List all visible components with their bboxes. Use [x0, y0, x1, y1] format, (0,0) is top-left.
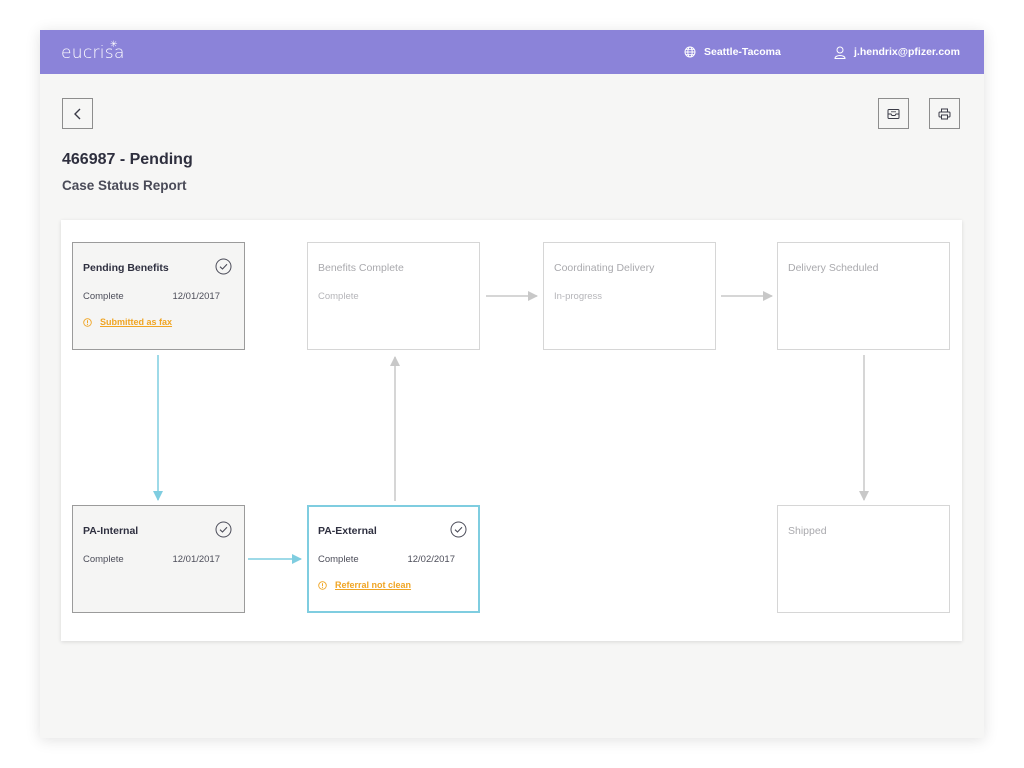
back-button[interactable]: [62, 98, 93, 129]
check-circle-icon: [215, 521, 232, 538]
page-title: 466987 - Pending: [62, 151, 193, 168]
check-circle-icon: [450, 521, 467, 538]
step-note-link[interactable]: Referral not clean: [335, 580, 412, 590]
user-menu[interactable]: j.hendrix@pfizer.com: [834, 30, 960, 74]
user-email: j.hendrix@pfizer.com: [854, 46, 960, 58]
globe-icon: [684, 46, 696, 58]
step-note[interactable]: Submitted as fax: [83, 317, 172, 327]
check-circle-icon: [215, 258, 232, 275]
inbox-icon: [887, 108, 900, 119]
step-date: 12/02/2017: [407, 554, 455, 565]
step-card-shipped[interactable]: Shipped: [777, 505, 950, 613]
step-title: Benefits Complete: [318, 262, 404, 274]
step-card-pa-internal[interactable]: PA-Internal Complete 12/01/2017: [72, 505, 245, 613]
step-title: PA-Internal: [83, 525, 139, 537]
step-status: In-progress: [554, 291, 603, 302]
step-date: 12/01/2017: [172, 554, 220, 565]
step-status: Complete: [83, 291, 124, 302]
step-card-coordinating-delivery[interactable]: Coordinating Delivery In-progress: [543, 242, 716, 350]
step-title: Pending Benefits: [83, 262, 169, 274]
case-status-panel: Pending Benefits Complete 12/01/2017 Sub…: [61, 220, 962, 641]
app-window: eucrisa ✳ Seattle-Tacoma j.hendrix@pfize…: [40, 30, 984, 738]
logo-spark-icon: ✳: [110, 39, 118, 49]
location-label: Seattle-Tacoma: [704, 46, 781, 58]
info-circle-icon: [83, 317, 92, 327]
save-button[interactable]: [878, 98, 909, 129]
step-card-pending-benefits[interactable]: Pending Benefits Complete 12/01/2017 Sub…: [72, 242, 245, 350]
step-date: 12/01/2017: [172, 291, 220, 302]
step-card-delivery-scheduled[interactable]: Delivery Scheduled: [777, 242, 950, 350]
print-button[interactable]: [929, 98, 960, 129]
step-status: Complete: [318, 554, 359, 565]
step-status: Complete: [318, 291, 359, 302]
step-note-link[interactable]: Submitted as fax: [100, 317, 173, 327]
step-card-benefits-complete[interactable]: Benefits Complete Complete: [307, 242, 480, 350]
step-title: Shipped: [788, 525, 827, 537]
step-card-pa-external[interactable]: PA-External Complete 12/02/2017 Referral…: [307, 505, 480, 613]
step-title: PA-External: [318, 525, 377, 537]
chevron-left-icon: [73, 108, 80, 119]
user-icon: [834, 46, 846, 59]
page-subtitle: Case Status Report: [62, 178, 187, 193]
printer-icon: [938, 108, 951, 119]
location-selector[interactable]: Seattle-Tacoma: [684, 30, 781, 74]
info-circle-icon: [318, 580, 327, 590]
step-note[interactable]: Referral not clean: [318, 580, 411, 590]
top-navbar: eucrisa ✳ Seattle-Tacoma j.hendrix@pfize…: [40, 30, 984, 74]
flow-arrows: [153, 291, 869, 564]
step-status: Complete: [83, 554, 124, 565]
step-title: Coordinating Delivery: [554, 262, 655, 274]
eucrisa-logo[interactable]: eucrisa: [61, 43, 125, 63]
step-title: Delivery Scheduled: [788, 262, 879, 274]
